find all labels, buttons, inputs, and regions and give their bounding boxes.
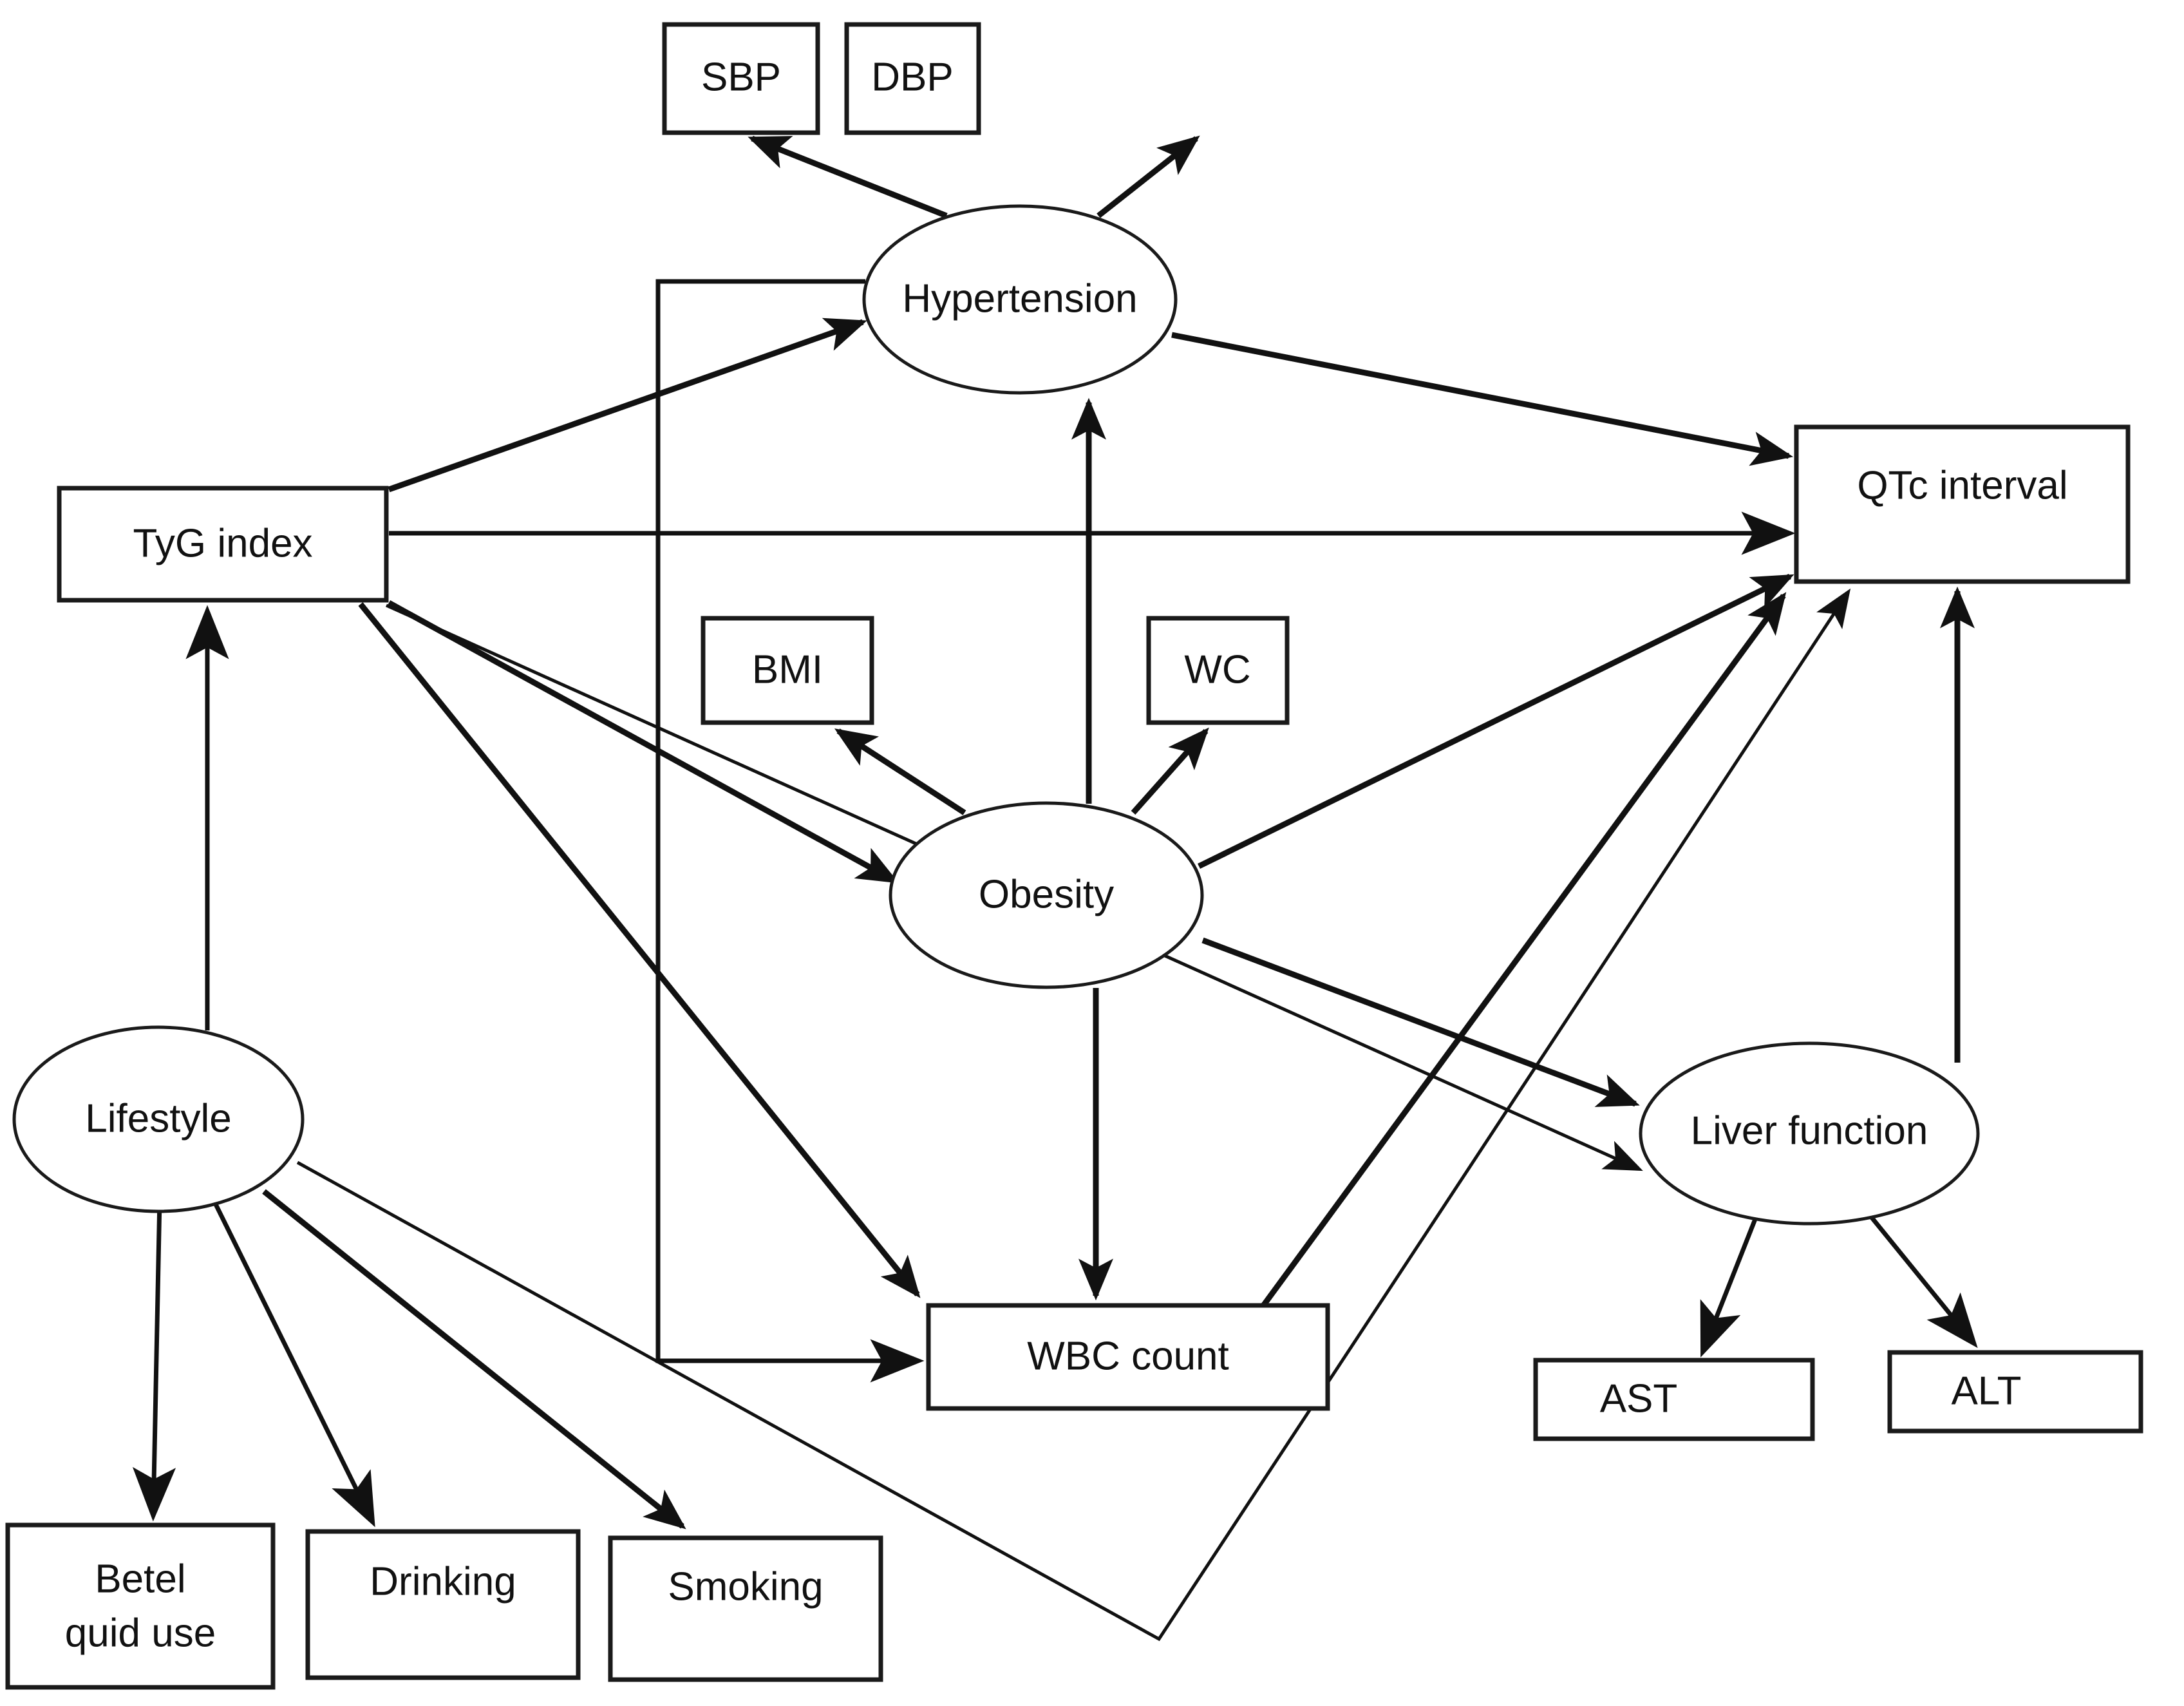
node-lifestyle-shape[interactable] (12, 1025, 305, 1213)
edges-layer (132, 135, 1978, 1642)
node-obesity-shape[interactable] (889, 801, 1204, 989)
node-dbp-label: DBP (871, 55, 953, 99)
node-betel-quid-use-label-line2: quid use (65, 1611, 216, 1655)
node-liver-function[interactable]: Liver function (1639, 1041, 1980, 1226)
nodes-layer: SBP DBP Hypertension TyG index QTc inter… (5, 22, 2143, 1690)
edge-lifestyle-drinking (212, 1202, 375, 1528)
node-bmi-label: BMI (752, 647, 823, 692)
node-qtc-interval-shape[interactable] (1794, 424, 2131, 584)
node-drinking-shape[interactable] (305, 1529, 581, 1680)
node-wbc-count-shape[interactable] (926, 1303, 1330, 1411)
node-wc[interactable]: WC (1146, 616, 1290, 725)
node-hypertension[interactable]: Hypertension (862, 204, 1178, 395)
edge-liver-alt (1865, 1210, 1978, 1349)
node-lifestyle[interactable]: Lifestyle (12, 1025, 305, 1213)
node-bmi-shape[interactable] (701, 616, 874, 725)
node-smoking-label: Smoking (668, 1564, 823, 1609)
node-liver-function-label: Liver function (1691, 1108, 1928, 1153)
node-liver-function-shape[interactable] (1639, 1041, 1980, 1226)
edge-lifestyle-betel (132, 1199, 176, 1522)
edge-hypertension-qtc (1171, 332, 1794, 466)
node-tyg-index-label: TyG index (133, 521, 312, 565)
node-wc-label: WC (1184, 647, 1250, 692)
node-drinking[interactable]: Drinking (305, 1529, 581, 1680)
edge-hypertension-wbc (655, 279, 925, 1383)
node-drinking-label: Drinking (370, 1559, 516, 1604)
node-hypertension-label: Hypertension (902, 276, 1137, 321)
edge-obesity-bmi (834, 728, 966, 815)
node-obesity[interactable]: Obesity (889, 801, 1204, 989)
node-ast-label: AST (1600, 1376, 1678, 1421)
edge-hypertension-dbp (1097, 135, 1200, 218)
node-qtc-interval[interactable]: QTc interval (1794, 424, 2131, 584)
edge-tyg-wbc (358, 602, 921, 1298)
node-tyg-index-shape[interactable] (57, 486, 389, 603)
edge-tyg-hypertension (388, 318, 867, 493)
node-alt-shape[interactable] (1887, 1350, 2143, 1434)
node-wc-shape[interactable] (1146, 616, 1290, 725)
node-alt-label: ALT (1951, 1369, 2021, 1413)
node-betel-quid-use-label-line1: Betel (95, 1557, 185, 1601)
node-dbp-shape[interactable] (844, 22, 981, 135)
node-bmi[interactable]: BMI (701, 616, 874, 725)
edge-obesity-liver (1201, 937, 1640, 1107)
node-obesity-label: Obesity (979, 872, 1114, 916)
node-sbp[interactable]: SBP (662, 22, 820, 135)
node-alt[interactable]: ALT (1887, 1350, 2143, 1434)
edge-wbc-qtc (1259, 592, 1787, 1309)
node-hypertension-shape[interactable] (862, 204, 1178, 395)
node-smoking-shape[interactable] (608, 1535, 883, 1682)
node-wbc-count-label: WBC count (1027, 1334, 1229, 1378)
edge-obesity-qtc (1198, 573, 1794, 869)
node-betel-quid-use[interactable]: Betel quid use (5, 1522, 276, 1690)
node-dbp[interactable]: DBP (844, 22, 981, 135)
node-wbc-count[interactable]: WBC count (926, 1303, 1330, 1411)
edge-liver-ast (1700, 1215, 1759, 1358)
node-ast-shape[interactable] (1533, 1358, 1815, 1441)
edge-lifestyle-qtc (296, 588, 1851, 1642)
node-qtc-interval-label: QTc interval (1857, 463, 2067, 507)
node-sbp-shape[interactable] (662, 22, 820, 135)
node-sbp-label: SBP (701, 55, 781, 99)
node-tyg-index[interactable]: TyG index (57, 486, 389, 603)
node-lifestyle-label: Lifestyle (85, 1096, 231, 1141)
node-smoking[interactable]: Smoking (608, 1535, 883, 1682)
edge-tyg-obesity (387, 600, 899, 884)
node-betel-quid-use-shape[interactable] (5, 1522, 276, 1690)
edge-hypertension-sbp (748, 135, 948, 219)
edge-obesity-wc (1131, 727, 1209, 815)
edge-lifestyle-smoking (262, 1189, 686, 1530)
node-ast[interactable]: AST (1533, 1358, 1815, 1441)
